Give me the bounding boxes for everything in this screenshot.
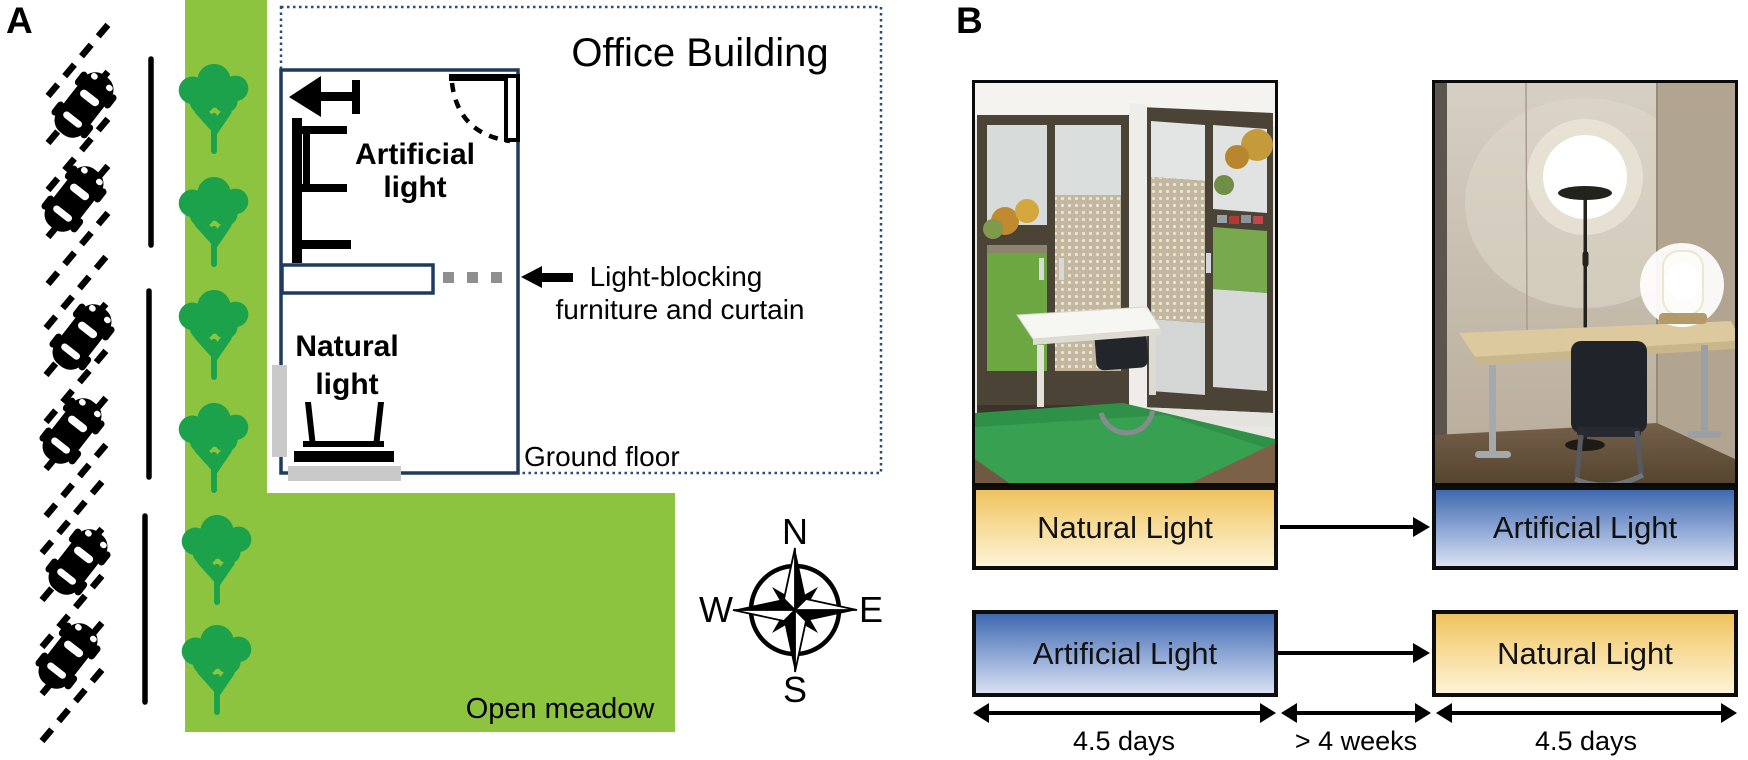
light-therapy-lamp [1640,243,1724,327]
natural-room-label-line1: Natural [295,330,398,363]
light-blocking-furniture [280,263,435,295]
door-swing-icon [449,74,520,144]
curtain-dashes-icon [443,272,502,283]
office-building-label: Office Building [571,31,828,75]
open-meadow-area [185,493,675,732]
office-building-outline [279,5,883,475]
window-bar-icon-left [272,365,287,457]
artificial-room-label-line2: light [383,171,446,204]
artificial-light-room-photo [1432,80,1738,488]
compass-east-label: E [859,589,883,630]
row1-left-label-box: Natural Light [972,486,1278,570]
carpet-highlight [975,415,1275,483]
timeline-arrow-right [1436,702,1737,724]
left-edge-panel [1435,83,1447,483]
timeline-label-right: 4.5 days [1534,726,1638,756]
row2-arrow-icon [1278,642,1430,664]
row1-arrow-icon [1280,516,1430,538]
compass-north-label: N [782,511,808,552]
floor-lamp [1527,119,1643,451]
natural-room-photo-art [975,83,1275,483]
desk-side-icon [292,118,351,263]
timeline-label-left: 4.5 days [1072,726,1176,756]
annotation-arrow-icon [521,266,573,288]
timeline-label-middle: > 4 weeks [1294,726,1418,756]
row2-right-label-box: Natural Light [1432,610,1738,697]
row1-right-label-box: Artificial Light [1432,486,1738,570]
row1-right-label: Artificial Light [1492,510,1678,545]
panel-b-label: B [956,0,983,41]
natural-room-label-line2: light [315,368,378,401]
timeline-arrow-left [973,702,1276,724]
right-window [1141,107,1273,413]
artificial-room-label-line1: Artificial [355,138,475,171]
open-meadow-label: Open meadow [466,693,656,725]
compass-south-label: S [783,669,807,710]
compass-west-label: W [699,589,733,630]
left-window [977,115,1131,415]
artificial-room-photo-art [1435,82,1735,488]
row1-left-label: Natural Light [1037,510,1213,545]
floor-corner-left [975,459,1009,483]
row2-left-label-box: Artificial Light [972,610,1278,697]
compass-rose-icon: N E S W [699,511,883,710]
timeline-arrow-middle [1281,702,1431,724]
white-desk [1016,306,1162,407]
row2-right-label: Natural Light [1497,635,1673,671]
natural-light-room-photo [972,80,1278,486]
car-park-column [28,20,151,741]
panel-a-label: A [6,0,33,41]
annotation-line1: Light-blocking [590,261,763,292]
annotation-line2: furniture and curtain [555,294,804,325]
floor-corner-right [1191,443,1275,483]
chair-sled-base [1098,410,1156,436]
office-chair [1571,341,1647,488]
carpet-floor [1435,423,1735,483]
lamp-icon [289,76,360,117]
window-bar-icon-bottom [288,466,401,481]
site-plan-diagram: Open meadow Office Building Ground floor [0,0,883,760]
row2-left-label: Artificial Light [1032,635,1218,671]
desk-front-icon [294,402,394,462]
ground-floor-label: Ground floor [524,441,680,472]
